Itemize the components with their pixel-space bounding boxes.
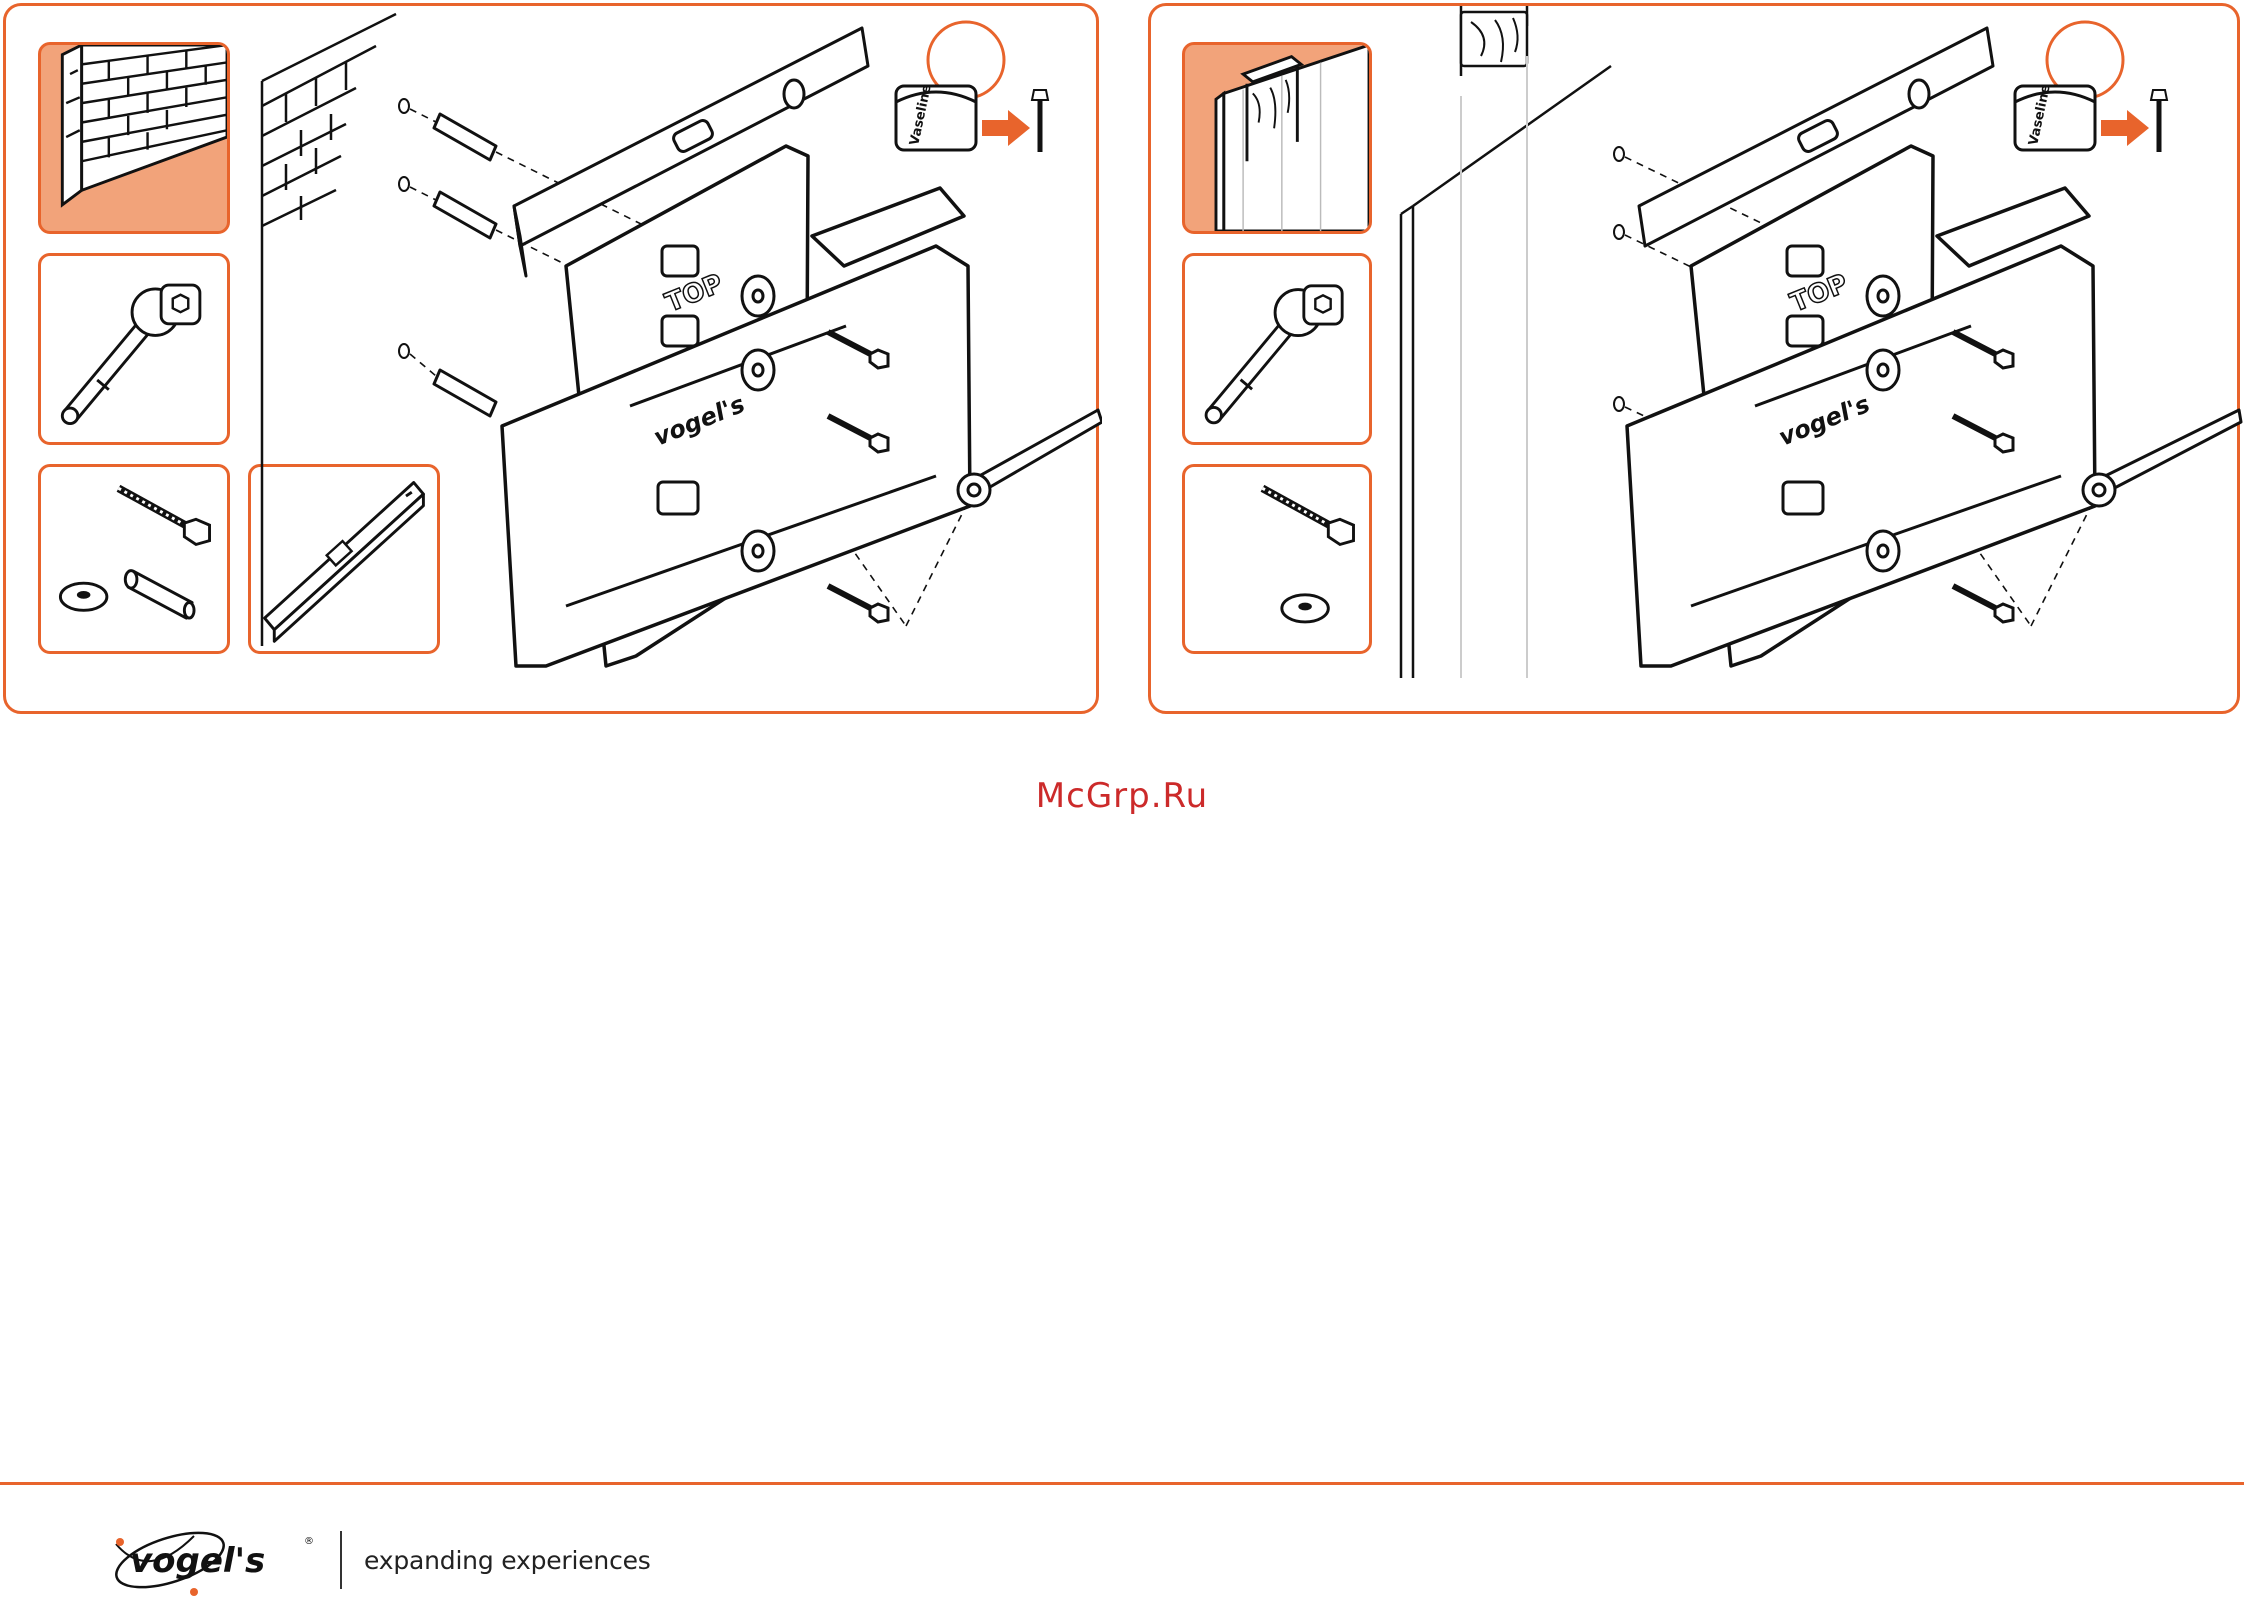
vogels-logo: vogel's ®: [108, 1522, 328, 1598]
vaseline-tub-icon-2: Vaseline: [2015, 22, 2167, 152]
wood-stud-mounting-illustration: TOP vogel's Vaseline: [1151, 6, 2243, 717]
brand-tagline: expanding experiences: [364, 1546, 651, 1575]
masonry-mounting-illustration: TOP vogel's Vaseline: [6, 6, 1102, 717]
watermark-text: McGrp.Ru: [0, 776, 2244, 816]
logo-registered-mark: ®: [304, 1536, 314, 1547]
logo-wordmark: vogel's: [130, 1541, 265, 1581]
footer-divider: [0, 1482, 2244, 1485]
vaseline-tub-icon: Vaseline: [896, 22, 1048, 152]
masonry-wall-instruction-panel: TOP vogel's Vaseline: [3, 3, 1099, 714]
footer-brand: vogel's ® expanding experiences: [108, 1520, 651, 1600]
brand-divider: [340, 1531, 342, 1589]
wood-stud-instruction-panel: TOP vogel's Vaseline: [1148, 3, 2240, 714]
